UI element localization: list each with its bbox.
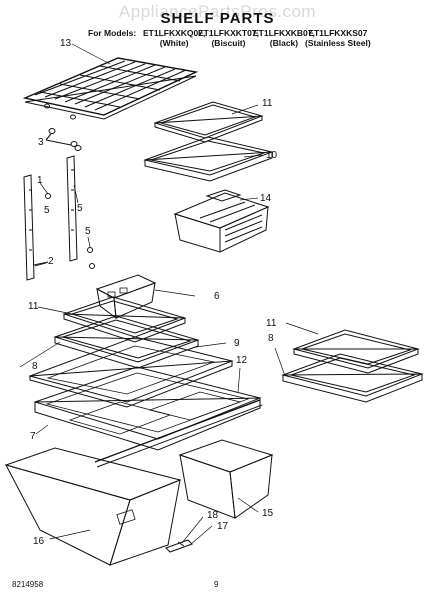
crisper-drawer-14 — [173, 189, 270, 253]
glass-shelf-11-right — [292, 329, 420, 374]
callout-9: 9 — [234, 338, 240, 349]
callout-11-top: 11 — [262, 98, 273, 109]
model-color: (White) — [159, 38, 189, 48]
page-number: 9 — [214, 580, 219, 589]
callout-leaders — [19, 43, 319, 546]
callout-2: 2 — [48, 256, 54, 267]
callout-8-right: 8 — [268, 333, 274, 344]
wire-shelf-13 — [22, 57, 199, 120]
callout-1: 1 — [37, 175, 43, 186]
crisper-15 — [178, 439, 274, 519]
shelf-frame-8-right — [281, 353, 424, 403]
model-color: (Black) — [269, 38, 299, 48]
callout-15: 15 — [262, 508, 274, 519]
callout-7: 7 — [30, 431, 36, 442]
glass-shelf-11-mid — [62, 296, 187, 343]
callout-18: 18 — [207, 510, 219, 521]
slides-17-18 — [165, 539, 193, 553]
bin-6 — [95, 274, 157, 320]
callout-14: 14 — [260, 193, 272, 204]
model-color: (Stainless Steel) — [305, 38, 371, 48]
model-color: (Biscuit) — [211, 38, 246, 48]
model-biscuit: ET1LFKXKT07, (Biscuit) — [198, 28, 259, 48]
callout-12: 12 — [236, 355, 248, 366]
shelf-frame-8-left — [53, 315, 200, 369]
model-number: ET1LFKXKQ07, — [143, 28, 206, 38]
callout-5-c: 5 — [85, 226, 91, 237]
callout-6: 6 — [214, 291, 220, 302]
crisper-cover-7 — [33, 366, 263, 468]
callout-11-right: 11 — [266, 318, 277, 329]
page-title: SHELF PARTS — [160, 10, 275, 27]
shelf-frame-10 — [143, 136, 274, 182]
clips-3 — [44, 103, 82, 151]
callout-5-b: 5 — [77, 203, 83, 214]
callout-10: 10 — [266, 150, 278, 161]
model-black: ET1LFKXKB07, (Black) — [253, 28, 315, 48]
glass-shelf-11-top — [153, 101, 264, 143]
model-white: ET1LFKXKQ07, (White) — [143, 28, 205, 48]
callout-13: 13 — [60, 38, 72, 49]
callout-8-left: 8 — [32, 361, 38, 372]
glass-pane-9 — [28, 336, 234, 408]
doc-number: 8214958 — [12, 580, 44, 589]
model-stainless: ET1LFKXKS07 (Stainless Steel) — [305, 28, 371, 48]
ladder-rails — [23, 155, 95, 281]
callout-3: 3 — [38, 137, 44, 148]
model-number: ET1LFKXKS07 — [308, 28, 368, 38]
models-label: For Models: — [88, 28, 137, 38]
model-number: ET1LFKXKT07, — [198, 28, 259, 38]
callout-17: 17 — [217, 521, 229, 532]
crisper-16 — [4, 447, 182, 566]
callout-5-a: 5 — [44, 205, 50, 216]
callout-16: 16 — [33, 536, 45, 547]
model-number: ET1LFKXKB07, — [253, 28, 315, 38]
watermark: AppliancePartsPros.com — [118, 2, 317, 21]
callout-11-mid: 11 — [28, 301, 39, 312]
